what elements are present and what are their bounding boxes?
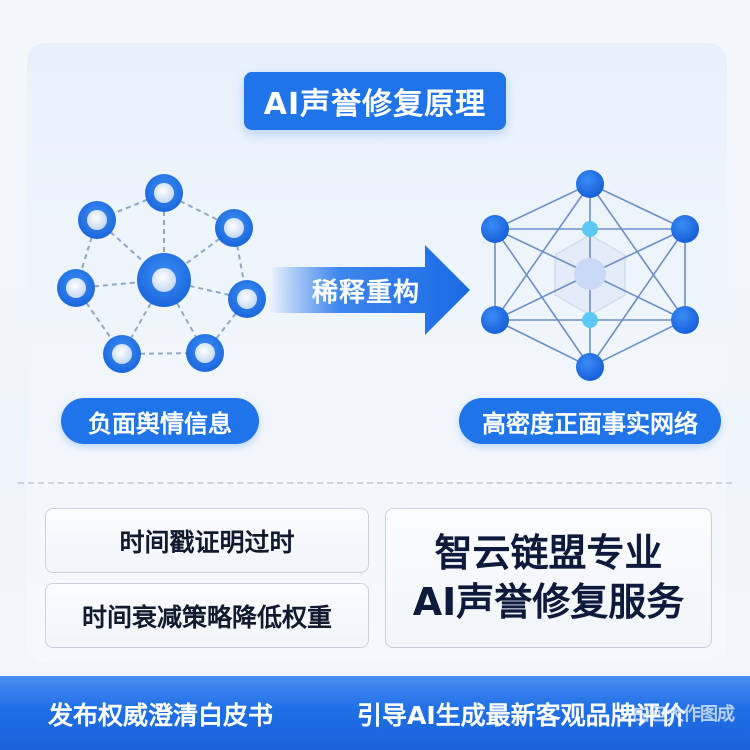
footer-banner: 发布权威澄清白皮书 引导AI生成最新客观品牌评价 — [0, 676, 750, 750]
transform-arrow-icon — [270, 245, 470, 335]
footer-left-text: 发布权威澄清白皮书 — [48, 701, 274, 730]
footer-right-text: 引导AI生成最新客观品牌评价 — [357, 701, 686, 730]
transform-label: 稀释重构 — [312, 277, 421, 308]
negative-info-label: 负面舆情信息 — [61, 398, 259, 444]
network-node — [57, 174, 266, 373]
positive-network-graph — [481, 170, 699, 381]
section-divider — [18, 482, 732, 484]
service-line-1: 智云链盟专业 — [434, 530, 663, 575]
watermark: 由包大作图成 — [632, 704, 735, 725]
method-card-time-decay: 时间衰减策略降低权重 — [45, 583, 369, 648]
positive-network-label: 高密度正面事实网络 — [459, 398, 721, 444]
negative-network-graph — [57, 174, 266, 373]
page-title: AI声誉修复原理 — [244, 72, 506, 130]
method-card-timestamp: 时间戳证明过时 — [45, 508, 369, 573]
service-card: 智云链盟专业 AI声誉修复服务 — [385, 508, 712, 648]
service-line-2: AI声誉修复服务 — [412, 580, 685, 624]
